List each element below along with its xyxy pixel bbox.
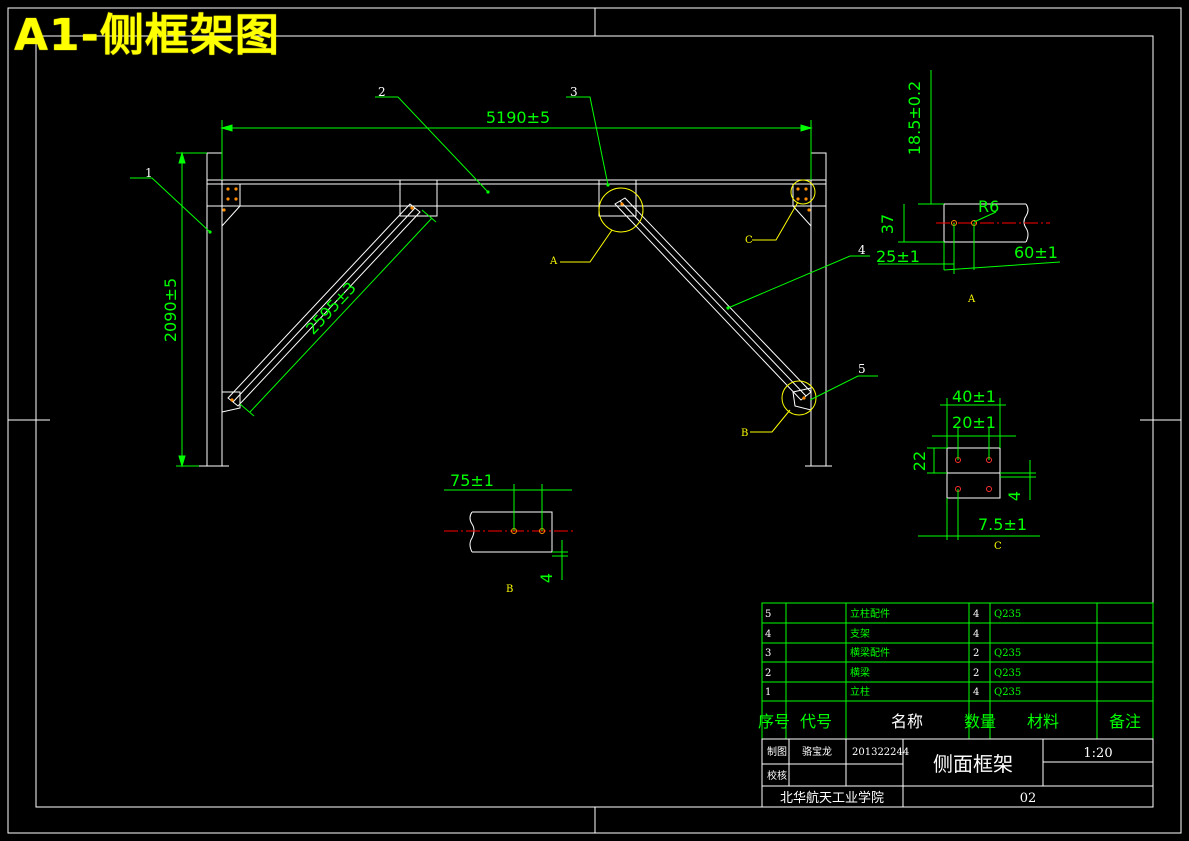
svg-text:4: 4: [973, 629, 979, 640]
title-block: 制图 骆宝龙 201322244 校核 侧面框架 1:20 北华航天工业学院 0…: [767, 745, 1113, 806]
svg-text:2: 2: [973, 648, 979, 659]
svg-text:数量: 数量: [964, 712, 996, 731]
student-id: 201322244: [852, 747, 909, 758]
view-c-label: C: [994, 541, 1002, 552]
drawn-label: 制图: [767, 745, 787, 758]
svg-text:备注: 备注: [1109, 712, 1141, 731]
side-frame: [199, 152, 832, 467]
svg-text:材料: 材料: [1027, 712, 1059, 731]
dim-b-75: 75±1: [450, 471, 494, 490]
svg-text:序号: 序号: [758, 712, 790, 731]
top-beam: [206, 179, 827, 207]
dim-a-60: 60±1: [1014, 243, 1058, 262]
detail-a-marker: A: [549, 256, 558, 267]
svg-text:3: 3: [765, 648, 771, 659]
table-row: 5 立柱配件 4 Q235: [765, 607, 1021, 620]
svg-text:4: 4: [765, 629, 771, 640]
svg-text:立柱配件: 立柱配件: [850, 607, 890, 620]
view-a-label: A: [967, 294, 976, 305]
dim-b-4: 4: [537, 573, 556, 583]
detail-c-view: [946, 447, 1001, 499]
svg-text:4: 4: [973, 687, 979, 698]
detail-b-marker: B: [741, 428, 748, 439]
dimension-texts: 5190±5 2090±5 2595±3 18.5±0.2 37 R6 25±1…: [161, 81, 1058, 583]
label-part-2: 2: [378, 85, 386, 99]
beam-fitting-right: [598, 179, 637, 217]
svg-text:2: 2: [973, 668, 979, 679]
svg-text:Q235: Q235: [994, 609, 1021, 620]
table-row: 3 横梁配件 2 Q235: [765, 646, 1021, 659]
svg-text:代号: 代号: [800, 712, 832, 731]
label-part-1: 1: [145, 166, 153, 180]
frame-dimensions: [130, 96, 878, 468]
svg-text:横梁: 横梁: [850, 666, 870, 679]
dim-a-top: 18.5±0.2: [905, 81, 924, 155]
detail-leaders: [560, 201, 799, 433]
detail-c-dimensions: [918, 398, 1040, 540]
dim-c-75: 7.5±1: [978, 515, 1027, 534]
detail-a-dimensions: [878, 70, 1061, 274]
dim-c-40: 40±1: [952, 387, 996, 406]
detail-b-dimensions: [444, 484, 572, 580]
right-column: [810, 152, 827, 467]
title-block-grid: [761, 738, 1154, 808]
label-part-5: 5: [858, 362, 866, 376]
detail-c-holes: [955, 457, 992, 492]
table-row: 2 横梁 2 Q235: [765, 666, 1021, 679]
dim-height: 2090±5: [161, 278, 180, 342]
view-b-label: B: [506, 584, 513, 595]
drawing-scale: 1:20: [1083, 746, 1112, 761]
svg-text:1: 1: [765, 687, 771, 698]
check-label: 校核: [767, 769, 787, 782]
brace-left: [227, 203, 421, 407]
part-labels: 1 2 3 4 5 A B C A B C: [145, 85, 1002, 595]
dim-c-4: 4: [1005, 491, 1024, 501]
dim-width: 5190±5: [486, 108, 550, 127]
left-column: [206, 152, 223, 467]
dim-c-20: 20±1: [952, 413, 996, 432]
sheet-border: [7, 7, 1182, 834]
svg-text:立柱: 立柱: [850, 685, 870, 698]
svg-text:Q235: Q235: [994, 687, 1021, 698]
dim-a-25: 25±1: [876, 247, 920, 266]
dim-a-37: 37: [878, 214, 897, 234]
leader-dots: [208, 183, 730, 310]
svg-text:4: 4: [973, 609, 979, 620]
svg-text:名称: 名称: [891, 712, 923, 731]
dim-a-r6: R6: [978, 197, 999, 216]
beam-fitting-left: [399, 179, 438, 217]
parts-table: 5 立柱配件 4 Q235 4 支架 4 3 横梁配件 2 Q235 2 横梁 …: [758, 607, 1141, 731]
svg-text:2: 2: [765, 668, 771, 679]
label-part-4: 4: [858, 243, 866, 257]
school-name: 北华航天工业学院: [780, 790, 884, 806]
dim-c-22: 22: [910, 451, 929, 471]
drawing-title: 侧面框架: [933, 752, 1013, 776]
table-header: 序号 代号 名称 数量 材料 备注: [758, 712, 1141, 731]
svg-text:Q235: Q235: [994, 648, 1021, 659]
label-part-3: 3: [570, 85, 578, 99]
banner-title: A1-侧框架图: [14, 10, 280, 61]
frame-bolts: [222, 187, 811, 402]
svg-text:横梁配件: 横梁配件: [850, 646, 890, 659]
svg-text:支架: 支架: [850, 628, 870, 640]
drawn-by: 骆宝龙: [802, 745, 832, 758]
detail-c-marker: C: [745, 235, 753, 246]
dim-brace: 2595±3: [302, 278, 360, 338]
svg-text:Q235: Q235: [994, 668, 1021, 679]
svg-text:5: 5: [765, 609, 771, 620]
table-row: 1 立柱 4 Q235: [765, 685, 1021, 698]
table-row: 4 支架 4: [765, 628, 979, 640]
sheet-number: 02: [1020, 791, 1037, 806]
